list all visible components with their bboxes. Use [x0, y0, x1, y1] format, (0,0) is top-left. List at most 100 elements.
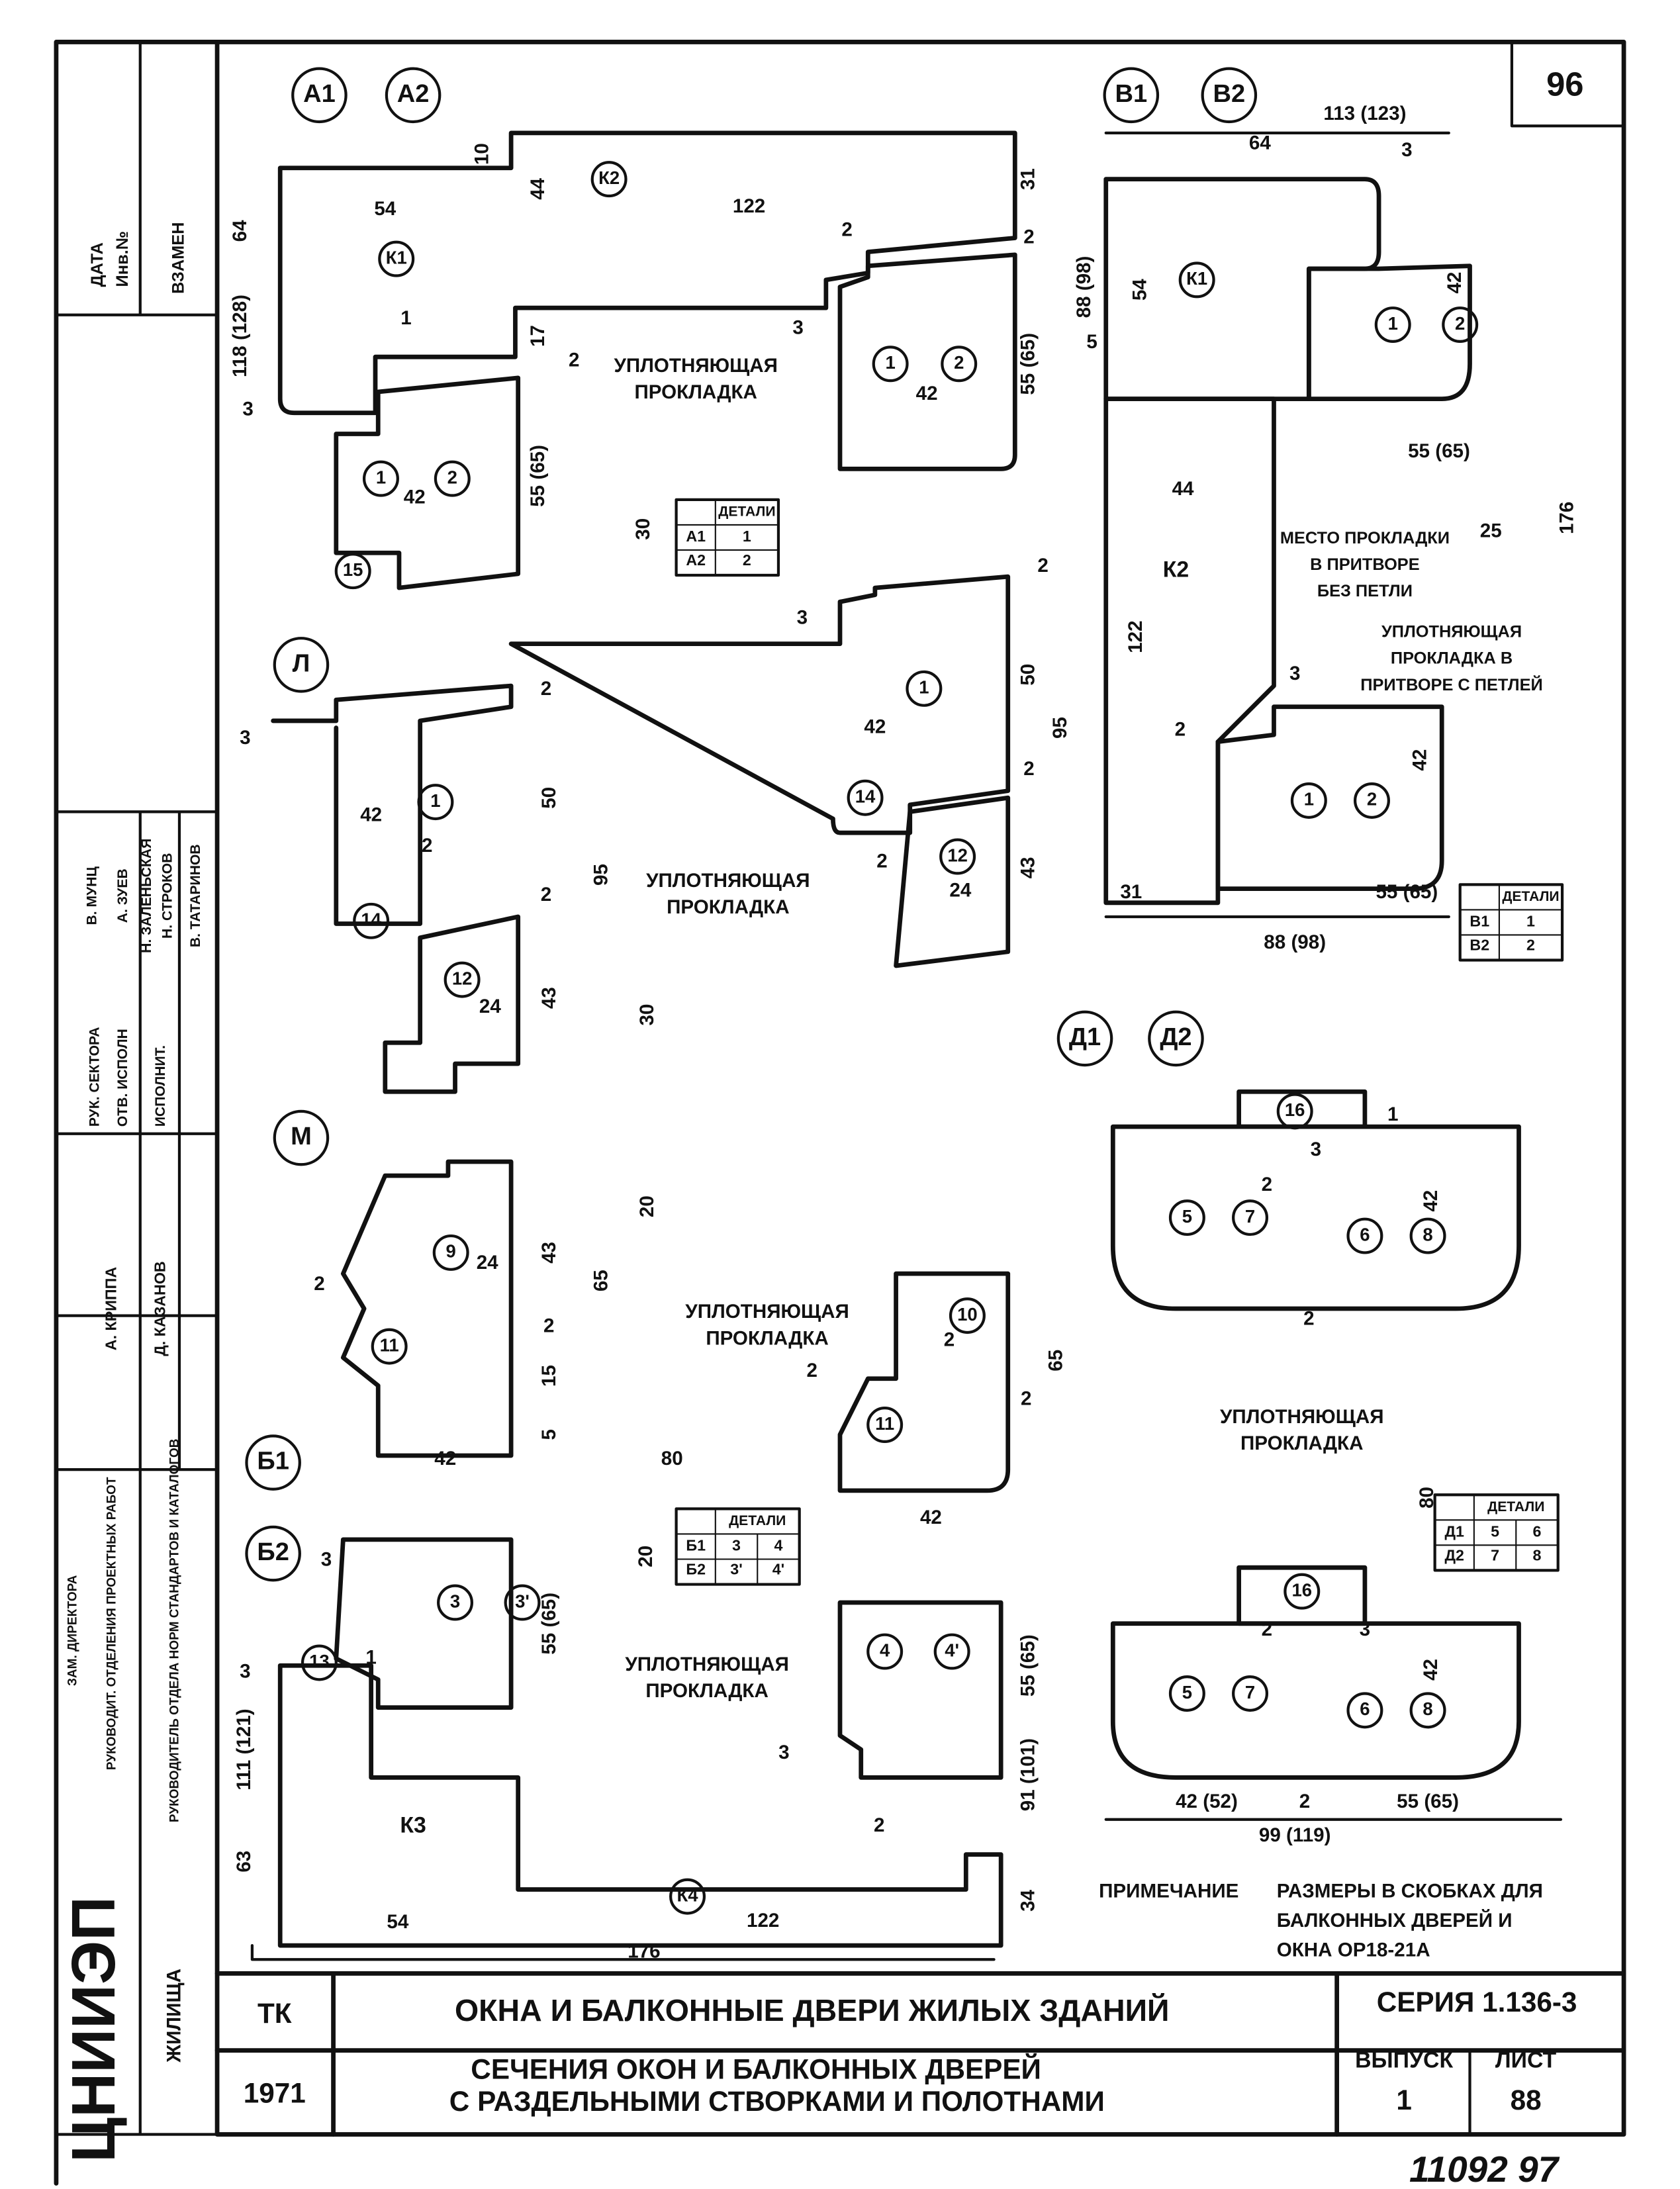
part-marker-circle — [434, 460, 471, 497]
stamp-chief-name: Д. КАЗАНОВ — [152, 1261, 169, 1356]
dimension-label: 24 — [479, 996, 501, 1017]
detail-table-cell: 7 — [1491, 1546, 1499, 1563]
part-marker: 16 — [1285, 1099, 1305, 1120]
callout-text: В ПРИТВОРЕ — [1310, 555, 1419, 574]
dimension-label: 3 — [1360, 1618, 1370, 1640]
dimension-label: 2 — [1262, 1618, 1272, 1640]
dimension-label: 43 — [1017, 857, 1039, 878]
dimension-label: 2 — [1303, 1308, 1314, 1330]
part-marker: 7 — [1245, 1206, 1255, 1227]
dimension-label: 2 — [543, 1315, 554, 1336]
part-marker: К1 — [1186, 268, 1207, 289]
part-marker-circle — [1409, 1692, 1446, 1729]
part-marker: 1 — [919, 677, 929, 698]
dimension-label: 2 — [314, 1273, 324, 1295]
dimension-label: 3 — [792, 317, 803, 339]
note-text: БАЛКОННЫХ ДВЕРЕЙ И — [1277, 1909, 1513, 1932]
dimension-label: 3 — [797, 606, 808, 628]
callout-text: ПРОКЛАДКА — [645, 1680, 768, 1702]
dimension-label: 1 — [365, 1646, 376, 1668]
stamp-field: Инв.№ — [113, 231, 132, 287]
part-marker: 15 — [343, 559, 363, 580]
dimension-label: 43 — [538, 1242, 560, 1264]
stamp-role: ОТВ. ИСПОЛН — [115, 1029, 130, 1127]
note-text: ОКНА ОР18-21А — [1277, 1939, 1430, 1961]
dimension-label: 2 — [422, 835, 432, 857]
part-marker-circle — [371, 1328, 408, 1365]
detail-table-grid — [1459, 884, 1563, 961]
part-marker-circle — [1354, 782, 1390, 819]
dimension-label: 55 (65) — [1017, 1634, 1039, 1697]
callout-text: ПРОКЛАДКА — [667, 896, 789, 918]
dimension-label: 176 — [1556, 502, 1577, 534]
dimension-label: 42 — [360, 804, 382, 826]
part-marker-circle — [334, 553, 371, 590]
part-marker-circle — [504, 1584, 541, 1621]
note-text: РАЗМЕРЫ В СКОБКАХ ДЛЯ — [1277, 1881, 1543, 1902]
organization-sub: ЖИЛИЩА — [163, 1969, 185, 2063]
drawing-subtitle: СЕЧЕНИЯ ОКОН И БАЛКОННЫХ ДВЕРЕЙ — [471, 2053, 1041, 2085]
part-marker: К4 — [677, 1885, 699, 1905]
dimension-label: 55 (65) — [527, 445, 549, 507]
dimension-label: 88 (98) — [1264, 931, 1326, 953]
part-marker: 1 — [430, 790, 440, 811]
detail-table-cell: 6 — [1533, 1522, 1542, 1540]
detail-table-cell: А1 — [686, 528, 706, 545]
section-marker: Д1 — [1069, 1023, 1101, 1051]
dimension-label: 55 (65) — [1408, 440, 1470, 462]
part-marker: 2 — [1455, 313, 1465, 334]
stamp-name: В. МУНЦ — [84, 866, 99, 925]
dimension-label: 2 — [1023, 758, 1034, 780]
section-marker-circle — [291, 67, 348, 124]
callout-text: УПЛОТНЯЮЩАЯ — [614, 355, 778, 377]
callout-text: МЕСТО ПРОКЛАДКИ — [1280, 529, 1450, 547]
section-marker: А1 — [303, 80, 336, 108]
part-marker: 1 — [376, 467, 386, 487]
dimension-label: 2 — [806, 1360, 817, 1381]
part-marker: К2 — [598, 167, 620, 188]
callout-text: УПЛОТНЯЮЩАЯ — [1381, 622, 1522, 641]
part-marker: 2 — [954, 352, 964, 373]
dimension-label: 64 — [229, 220, 251, 242]
part-label: К3 — [400, 1812, 426, 1838]
dimension-label: 111 (121) — [233, 1708, 255, 1790]
part-marker: 4 — [880, 1640, 890, 1660]
dimension-label: 122 — [1125, 620, 1146, 653]
section-marker-circle — [273, 637, 330, 693]
detail-table-cell: 1 — [743, 528, 751, 545]
dimension-label: 54 — [387, 1911, 408, 1933]
dimension-label: 25 — [1480, 520, 1502, 541]
stamp-name: Н. ЗАЛЕНЬСКАЯ — [139, 839, 154, 953]
organization-logo: ЦНИИЭП — [59, 1896, 128, 2163]
part-marker: 11 — [380, 1334, 399, 1355]
part-marker: 5 — [1182, 1682, 1192, 1702]
section-marker: Д2 — [1160, 1023, 1191, 1051]
issue-number: 1 — [1396, 2084, 1412, 2116]
detail-table-grid — [675, 498, 780, 577]
part-marker-circle — [1374, 306, 1411, 344]
stamp-role: РУК. СЕКТОРА — [87, 1027, 103, 1127]
dimension-label: 176 — [628, 1940, 660, 1962]
part-marker: 1 — [1304, 789, 1314, 810]
callout-text: УПЛОТНЯЮЩАЯ — [1220, 1406, 1384, 1428]
detail-table-header: ДЕТАЛИ — [718, 504, 775, 519]
detail-table — [1458, 883, 1564, 962]
dimension-label: 42 — [434, 1448, 456, 1469]
dimension-label: 44 — [527, 177, 549, 199]
callout-text: УПЛОТНЯЮЩАЯ — [625, 1653, 789, 1675]
dimension-label: 55 (65) — [1376, 881, 1438, 903]
part-marker-circle — [941, 346, 978, 383]
detail-table-cell: В1 — [1470, 913, 1489, 930]
callout-text: БЕЗ ПЕТЛИ — [1317, 582, 1413, 600]
detail-table-cell: Д2 — [1444, 1546, 1464, 1563]
title-code: ТК — [257, 1998, 292, 2029]
dimension-label: 54 — [1129, 279, 1150, 301]
detail-table — [1433, 1493, 1560, 1572]
part-label: К2 — [1163, 557, 1189, 582]
dimension-label: 43 — [538, 987, 560, 1009]
part-marker: 10 — [957, 1304, 978, 1325]
dimension-label: 2 — [1299, 1791, 1310, 1812]
detail-table-cell: Б1 — [686, 1537, 706, 1554]
detail-table-cell: В2 — [1470, 937, 1489, 954]
